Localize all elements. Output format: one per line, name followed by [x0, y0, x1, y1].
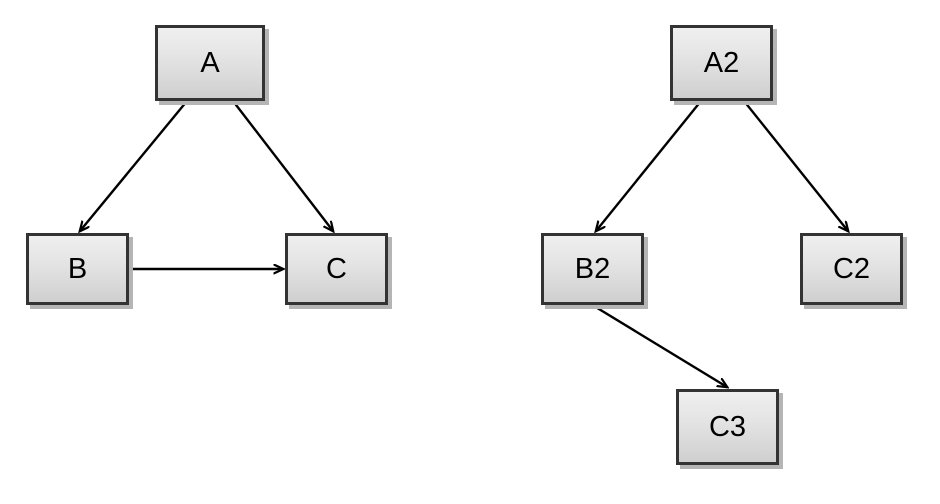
- node-a2-label: A2: [703, 46, 740, 79]
- node-c3[interactable]: C3: [676, 389, 779, 465]
- node-a-label: A: [200, 46, 220, 79]
- node-b[interactable]: B: [26, 233, 129, 305]
- node-c-label: C: [326, 252, 347, 285]
- edge-a2-c2: [743, 100, 848, 231]
- node-a[interactable]: A: [155, 25, 265, 101]
- node-b-label: B: [67, 252, 88, 285]
- node-c2-label: C2: [832, 252, 871, 285]
- edge-a-b: [80, 100, 188, 231]
- node-b2-label: B2: [574, 252, 611, 285]
- edge-b2-c3: [593, 304, 727, 387]
- node-a2[interactable]: A2: [670, 25, 773, 101]
- edge-a-c: [232, 100, 333, 231]
- node-c2[interactable]: C2: [800, 233, 903, 305]
- node-b2[interactable]: B2: [541, 233, 644, 305]
- edge-a2-b2: [596, 100, 702, 231]
- node-c3-label: C3: [708, 410, 747, 443]
- node-c[interactable]: C: [285, 233, 388, 305]
